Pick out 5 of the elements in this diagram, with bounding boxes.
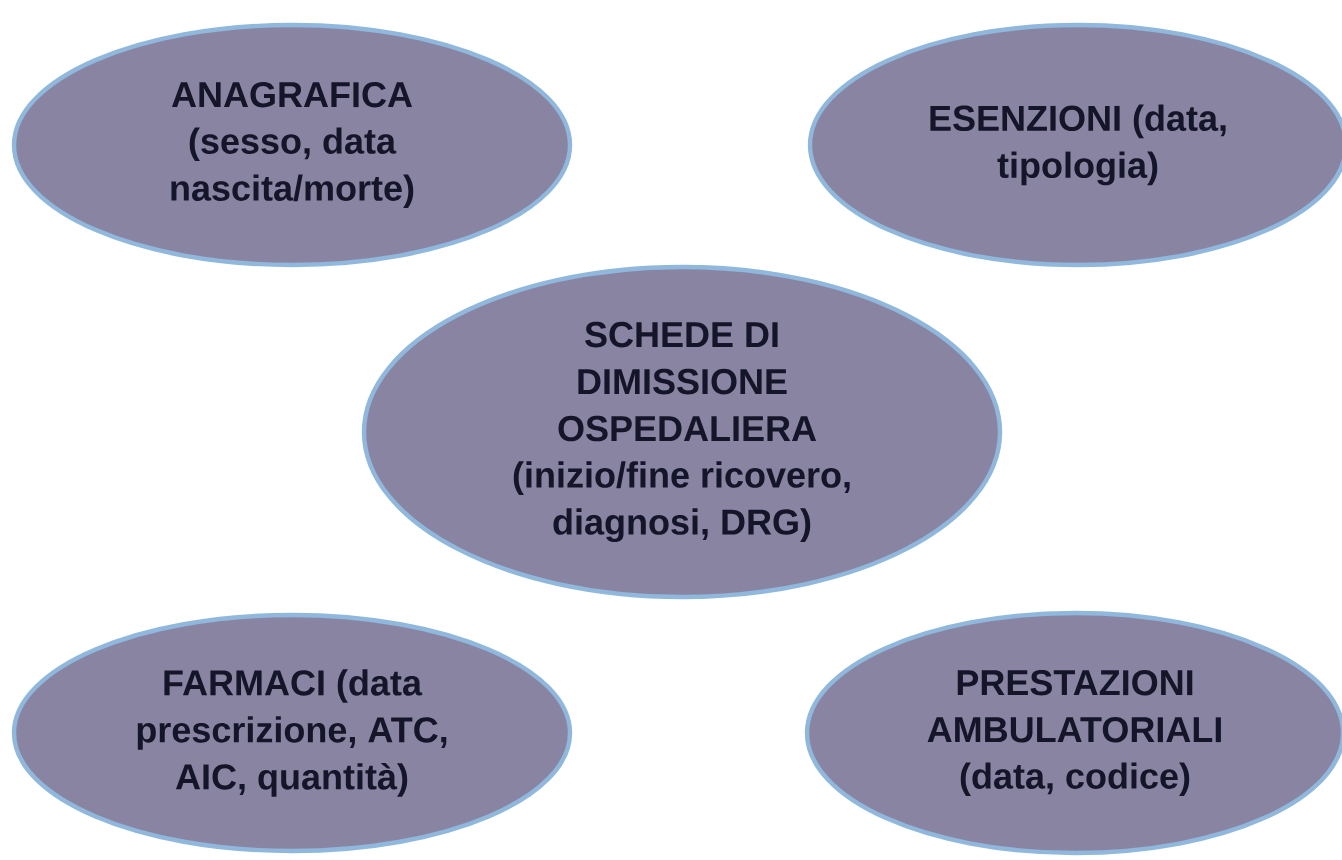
ellipse-node: FARMACI (data prescrizione, ATC, AIC, quantità) bbox=[11, 612, 573, 854]
ellipse-node: PRESTAZIONI AMBULATORIALI (data, codice) bbox=[804, 610, 1342, 856]
ellipse-node: ANAGRAFICA (sesso, data nascita/morte) bbox=[11, 22, 573, 268]
ellipse-node: ESENZIONI (data, tipologia) bbox=[807, 22, 1342, 268]
ellipse-node: SCHEDE DI DIMISSIONE OSPEDALIERA (inizio/fine ricovero, diagnosi, DRG) bbox=[361, 264, 1003, 600]
